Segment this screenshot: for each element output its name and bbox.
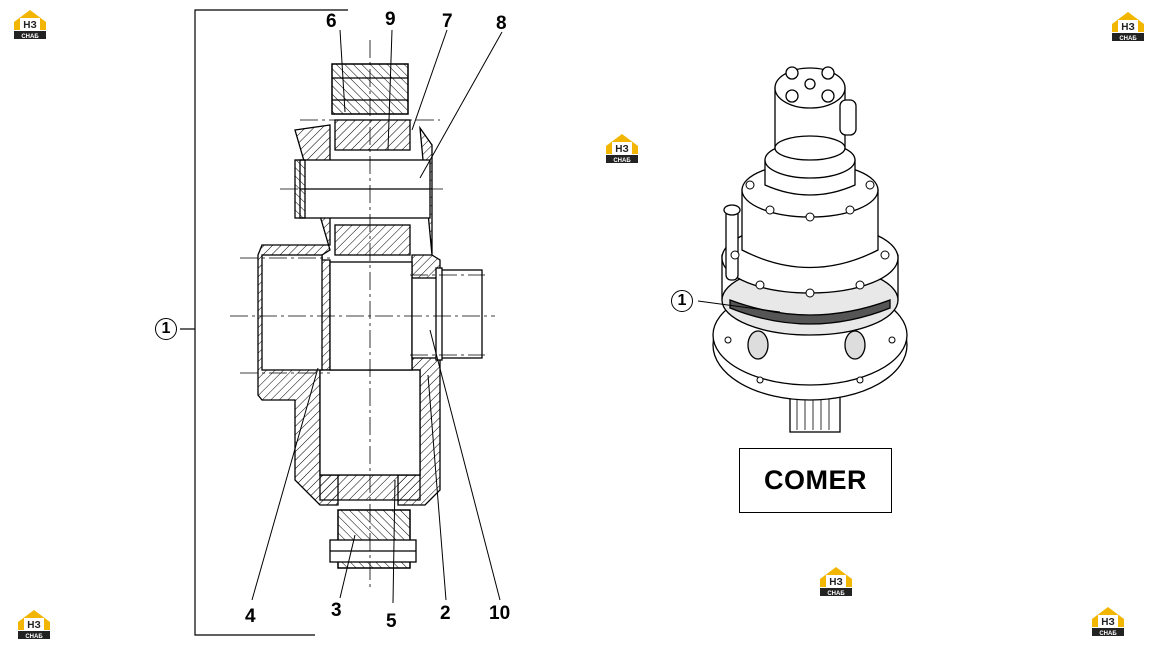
callout-7: 7 — [442, 11, 453, 32]
callout-4: 4 — [245, 606, 256, 627]
callout-2: 2 — [440, 603, 451, 624]
callout-1-right: 1 — [671, 290, 693, 312]
callout-5: 5 — [386, 611, 397, 632]
svg-text:СНАБ: СНАБ — [613, 158, 631, 164]
hz-snab-logo: НЗ СНАБ — [1110, 10, 1146, 42]
svg-text:СНАБ: СНАБ — [827, 591, 845, 597]
svg-text:НЗ: НЗ — [1101, 617, 1115, 628]
hz-snab-logo: НЗ СНАБ — [604, 132, 640, 164]
svg-text:СНАБ: СНАБ — [25, 634, 43, 640]
svg-text:СНАБ: СНАБ — [21, 34, 39, 40]
callout-3: 3 — [331, 600, 342, 621]
brand-box: COMER — [739, 448, 892, 513]
brand-label: COMER — [764, 465, 867, 495]
hz-snab-logo: НЗ СНАБ — [818, 565, 854, 597]
callout-9: 9 — [385, 9, 396, 30]
gearbox-illustration — [697, 66, 908, 433]
svg-text:НЗ: НЗ — [1121, 22, 1135, 33]
svg-text:СНАБ: СНАБ — [1119, 36, 1137, 42]
hz-snab-logo: НЗ СНАБ — [12, 8, 48, 40]
callout-10: 10 — [489, 603, 511, 624]
assembly-bracket — [180, 9, 348, 636]
svg-text:НЗ: НЗ — [615, 144, 629, 155]
hz-snab-logo: НЗ СНАБ — [16, 608, 52, 640]
section-drawing — [230, 29, 503, 604]
output-stub — [439, 269, 483, 359]
svg-text:НЗ: НЗ — [829, 577, 843, 588]
callout-1-left: 1 — [155, 318, 177, 340]
svg-text:НЗ: НЗ — [23, 20, 37, 31]
svg-text:НЗ: НЗ — [27, 620, 41, 631]
callout-8: 8 — [496, 13, 507, 34]
svg-text:СНАБ: СНАБ — [1099, 631, 1117, 637]
hz-snab-logo: НЗ СНАБ — [1090, 605, 1126, 637]
callout-6: 6 — [326, 11, 337, 32]
